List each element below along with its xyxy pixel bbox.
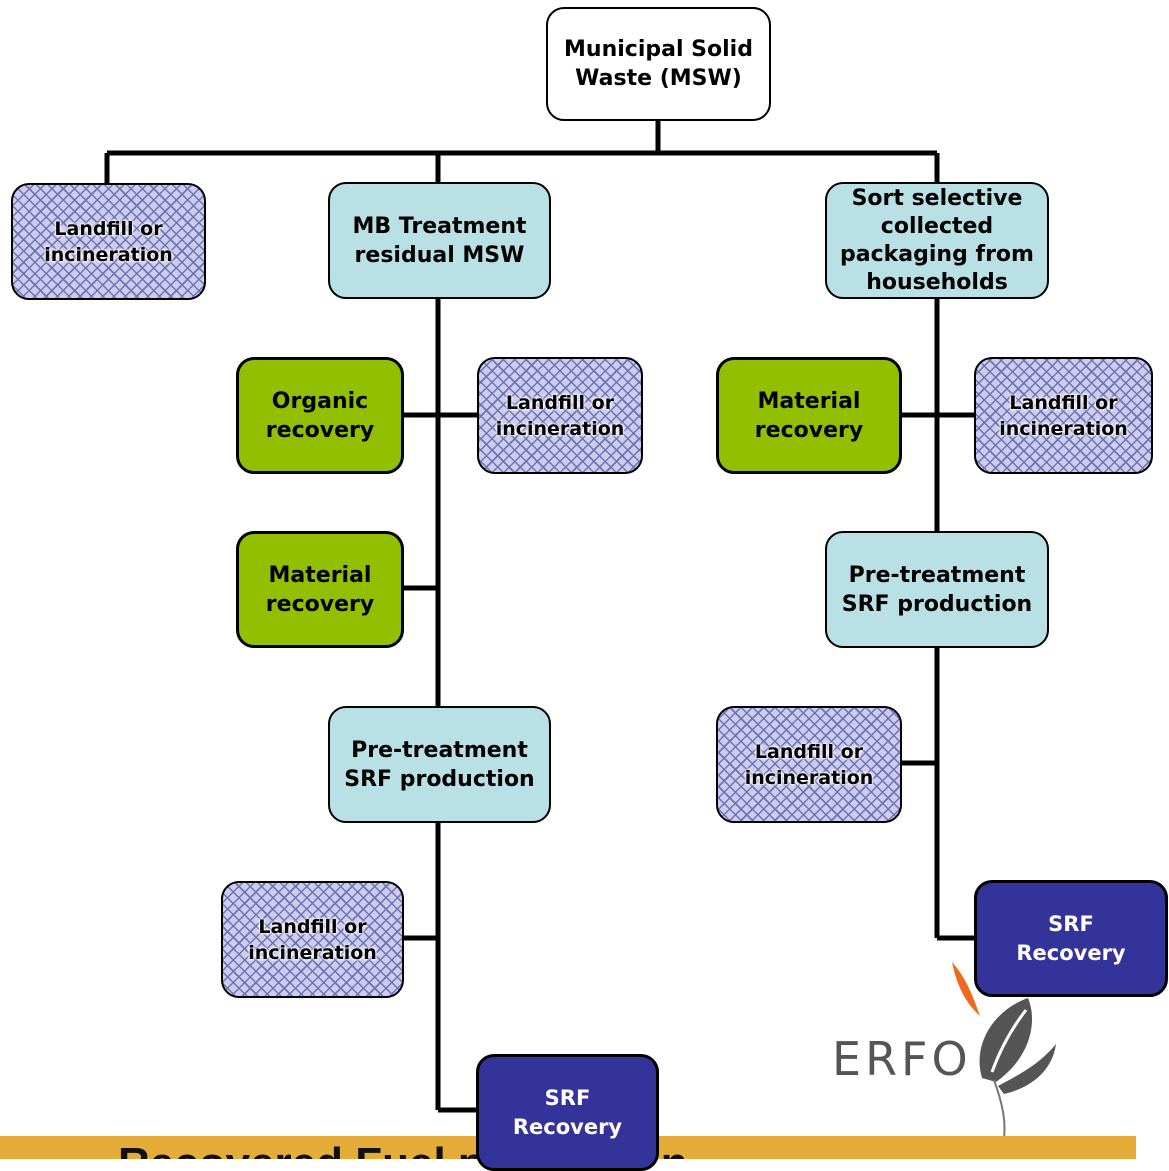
node-label-line: Material — [757, 388, 861, 414]
node-label-line: Pre-treatment — [848, 562, 1026, 588]
leaf-flame-icon — [952, 962, 1056, 1138]
node-label-line: Sort selective — [851, 185, 1023, 211]
node-label-line: SRF production — [841, 591, 1033, 617]
logo-text: ERFO — [832, 1032, 972, 1086]
node-label-line: incineration — [248, 941, 377, 964]
node-label-line: Landfill or — [1009, 391, 1118, 414]
sort-selective-node: Sort selective collected packaging from … — [825, 182, 1049, 299]
node-label-line: residual MSW — [354, 242, 525, 268]
node-label-line: recovery — [265, 591, 375, 617]
node-label-line: incineration — [999, 417, 1128, 440]
erfo-logo: ERFO — [832, 958, 1072, 1138]
node-label-line: recovery — [265, 417, 375, 443]
node-label-line: Recovery — [512, 1114, 623, 1139]
landfill-left-2-node: Landfill or incineration — [221, 881, 404, 998]
srf-recovery-right-node: SRF Recovery — [974, 880, 1168, 997]
node-label-line: Landfill or — [505, 391, 615, 414]
node-label-line: SRF production — [344, 766, 535, 792]
node-label-line: incineration — [495, 417, 625, 440]
node-label-line: Landfill or — [754, 740, 864, 763]
pretreatment-left-node: Pre-treatment SRF production — [328, 706, 551, 823]
node-label-line: collected — [880, 213, 994, 239]
node-label-line: Landfill or — [258, 915, 367, 938]
material-recovery-left-node: Material recovery — [236, 531, 404, 648]
node-label-line: Organic — [271, 388, 369, 414]
node-label-line: Recovery — [1016, 940, 1126, 965]
node-label-line: recovery — [754, 417, 864, 443]
landfill-mb-1-node: Landfill or incineration — [477, 357, 643, 474]
organic-recovery-node: Organic recovery — [236, 357, 404, 474]
node-label-line: Pre-treatment — [351, 737, 528, 763]
root-label-line: Waste (MSW) — [575, 66, 742, 91]
landfill-right-1-node: Landfill or incineration — [974, 357, 1153, 474]
node-label-line: MB Treatment — [352, 213, 527, 239]
node-label-line: SRF — [544, 1085, 591, 1110]
landfill-top-node: Landfill or incineration — [11, 183, 206, 300]
root-label-line: Municipal Solid — [564, 37, 753, 62]
node-label-line: incineration — [744, 766, 874, 789]
node-label-line: incineration — [44, 243, 173, 266]
landfill-right-2-node: Landfill or incineration — [716, 706, 902, 823]
srf-recovery-left-node: SRF Recovery — [476, 1054, 659, 1171]
node-label-line: Material — [268, 562, 372, 588]
pretreatment-right-node: Pre-treatment SRF production — [825, 531, 1049, 648]
root-node-msw: Municipal Solid Waste (MSW) — [546, 7, 771, 121]
node-label-line: Landfill or — [54, 217, 163, 240]
node-label-line: packaging from — [840, 241, 1034, 267]
node-label-line: SRF — [1048, 911, 1094, 936]
material-recovery-right-node: Material recovery — [716, 357, 902, 474]
node-label-line: households — [866, 269, 1008, 295]
mb-treatment-node: MB Treatment residual MSW — [328, 182, 551, 299]
